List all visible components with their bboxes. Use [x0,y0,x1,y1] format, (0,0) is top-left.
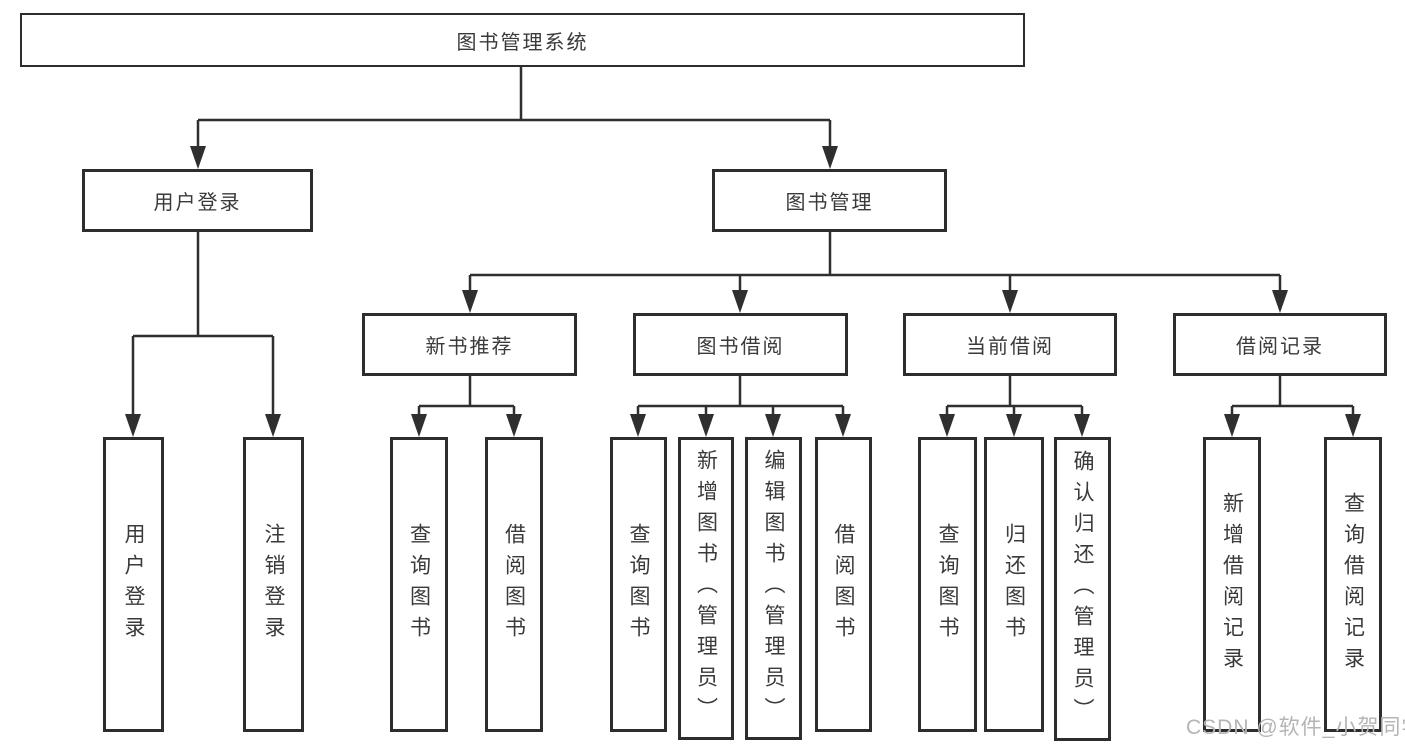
arrow-down-icon [732,290,748,313]
arrow-down-icon [765,414,781,437]
node-label: 查询借阅记录 [1341,491,1365,678]
node-label: 查询图书 [627,522,651,647]
node-label: 查询图书 [936,522,960,647]
node-book-management: 图书管理 [712,169,947,232]
arrow-down-icon [630,414,646,437]
leaf-add-borrow-record: 新增借阅记录 [1203,437,1261,732]
edge-book-borrowing-to-leaves [636,376,845,415]
node-borrowing-records: 借阅记录 [1173,313,1387,376]
leaf-query-books-recommend: 查询图书 [390,437,448,732]
edge-new-book-recommend-to-leaves [417,376,516,415]
leaf-query-borrow-record: 查询借阅记录 [1324,437,1382,732]
arrow-down-icon [939,414,955,437]
arrow-down-icon [822,146,838,169]
leaf-borrow-books-recommend: 借阅图书 [485,437,543,732]
node-user-login: 用户登录 [82,169,313,232]
arrow-down-icon [1002,290,1018,313]
node-label: 用户登录 [122,522,146,647]
node-library-management-system: 图书管理系统 [20,13,1025,67]
arrow-down-icon [1345,414,1361,437]
node-new-book-recommend: 新书推荐 [362,313,577,376]
leaf-return-books: 归还图书 [984,437,1044,732]
arrow-down-icon [698,414,714,437]
edge-root-to-level2 [196,67,832,147]
edge-book-management-to-level3 [468,232,1282,291]
node-label: 借阅图书 [502,522,526,647]
node-label: 归还图书 [1002,522,1026,647]
arrow-down-icon [1074,414,1090,437]
edge-borrowing-records-to-leaves [1230,376,1355,415]
node-label: 注销登录 [262,522,286,647]
leaf-edit-books-admin: 编辑图书（管理员） [745,437,802,740]
watermark: CSDN @软件_小贺同学 [1186,716,1405,739]
arrow-down-icon [1224,414,1240,437]
node-label: 确认归还（管理员） [1071,449,1095,729]
leaf-logout: 注销登录 [243,437,304,732]
leaf-query-books-borrowing: 查询图书 [610,437,667,732]
node-label: 新增图书（管理员） [694,449,718,728]
edge-user-login-to-leaves [131,232,275,415]
leaf-confirm-return-admin: 确认归还（管理员） [1054,437,1111,741]
leaf-borrow-books-borrowing: 借阅图书 [815,437,872,732]
node-label: 编辑图书（管理员） [762,449,786,728]
leaf-add-books-admin: 新增图书（管理员） [678,437,734,740]
arrow-down-icon [1272,290,1288,313]
arrow-down-icon [506,414,522,437]
arrow-down-icon [125,414,141,437]
node-label: 新增借阅记录 [1220,491,1244,678]
arrow-down-icon [265,414,281,437]
arrow-down-icon [1006,414,1022,437]
arrow-down-icon [835,414,851,437]
node-label: 借阅图书 [832,522,856,647]
arrow-down-icon [190,146,206,169]
arrowheads [125,146,1361,437]
edge-current-borrowing-to-leaves [945,376,1084,415]
arrow-down-icon [411,414,427,437]
leaf-query-books-current: 查询图书 [918,437,977,732]
node-current-borrowing: 当前借阅 [903,313,1117,376]
leaf-user-login: 用户登录 [103,437,164,732]
node-book-borrowing: 图书借阅 [633,313,848,376]
arrow-down-icon [462,290,478,313]
node-label: 查询图书 [407,522,431,647]
